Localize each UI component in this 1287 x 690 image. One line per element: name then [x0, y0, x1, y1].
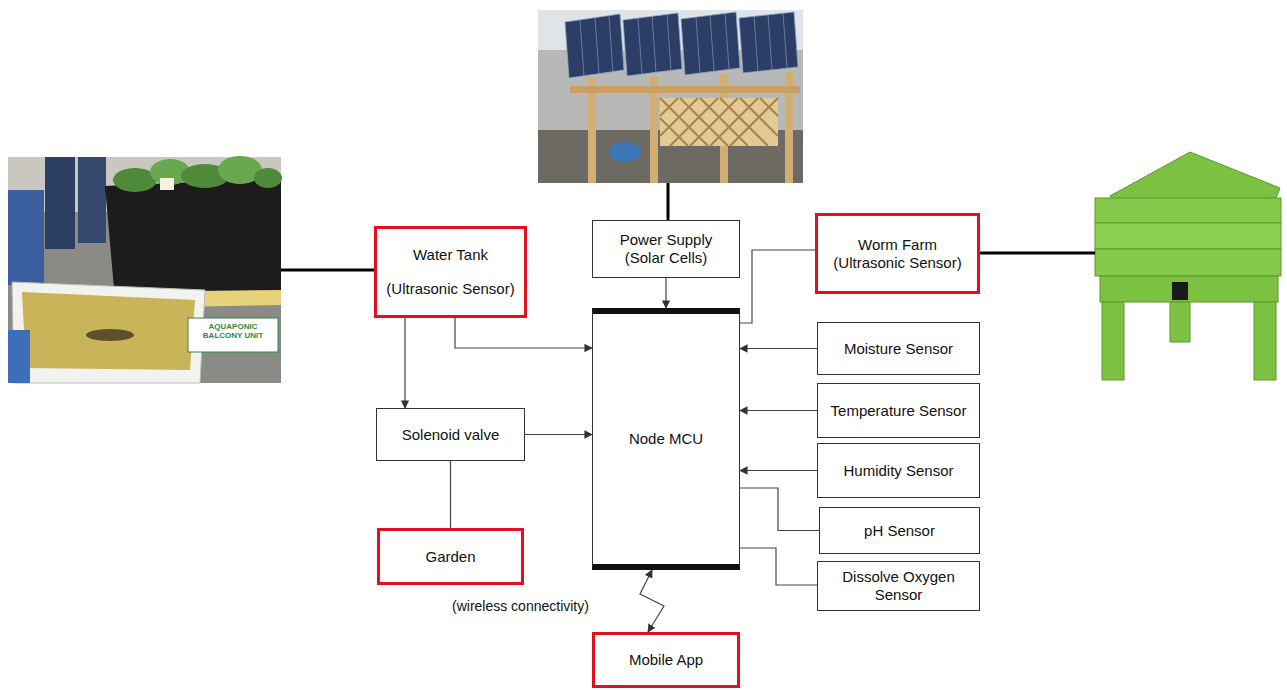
sensor-box: Dissolve Oxygen Sensor	[817, 561, 980, 611]
aquaponic-photo	[8, 157, 281, 383]
connection-note: (wireless connectivity)	[452, 598, 589, 614]
worm-farm-photo	[1110, 152, 1280, 204]
aquaponic-photo	[254, 168, 282, 188]
aquaponic-photo	[105, 178, 281, 300]
photo-link	[980, 252, 1095, 255]
solar-panel-photo	[565, 14, 624, 78]
connector	[455, 318, 592, 348]
solar-panel-photo	[570, 86, 800, 93]
worm-farm-photo	[1095, 152, 1281, 380]
box-label: Temperature Sensor	[831, 402, 967, 420]
photo-sign: AQUAPONIC BALCONY UNIT	[190, 322, 276, 340]
box-label: Mobile App	[629, 651, 703, 669]
box-label: pH Sensor	[864, 522, 935, 540]
worm-farm-photo	[1254, 302, 1276, 380]
aquaponic-photo	[8, 190, 44, 285]
sensor-box: Water Tank (Ultrasonic Sensor)	[374, 226, 527, 318]
aquaponic-photo	[160, 178, 174, 190]
power-box: Power Supply (Solar Cells)	[592, 220, 740, 278]
aquaponic-photo	[8, 156, 282, 383]
sensor-box: Moisture Sensor	[817, 322, 980, 375]
worm-farm-photo	[1170, 302, 1190, 342]
aquaponic-photo	[22, 292, 195, 370]
solar-panel-photo	[588, 78, 596, 183]
box-label: Dissolve Oxygen Sensor	[829, 568, 969, 604]
connector	[740, 488, 819, 531]
worm-farm-photo	[1100, 276, 1278, 302]
aquaponic-photo	[8, 330, 30, 383]
connector	[740, 348, 817, 349]
sensor-box: Worm Farm (Ultrasonic Sensor)	[815, 213, 980, 294]
box-label: Water Tank	[413, 246, 488, 264]
connector	[665, 278, 666, 308]
aquaponic-photo	[78, 157, 106, 243]
solar-panel-photo	[538, 10, 803, 183]
box-label: Humidity Sensor	[843, 462, 953, 480]
connector	[450, 461, 451, 528]
aquaponic-photo	[45, 157, 75, 249]
connector	[404, 318, 405, 408]
solar-panel-photo	[580, 13, 787, 76]
valve-box: Solenoid valve	[376, 408, 525, 461]
connector	[740, 250, 815, 323]
solar-panel-photo	[609, 142, 641, 162]
aquaponic-photo	[86, 329, 134, 341]
garden-box: Garden	[377, 528, 524, 585]
connector	[740, 470, 817, 471]
box-label: Garden	[425, 548, 475, 566]
worm-farm-photo	[1102, 302, 1124, 380]
aquaponic-photo	[188, 318, 278, 352]
photo-link	[667, 183, 670, 220]
worm-farm-photo	[1172, 282, 1188, 300]
sensor-box: pH Sensor	[819, 507, 980, 554]
box-label: Power Supply (Solar Cells)	[604, 231, 729, 267]
worm-farm-photo	[1095, 223, 1281, 249]
box-label: Worm Farm (Ultrasonic Sensor)	[825, 236, 970, 272]
connector	[740, 410, 817, 411]
worm-farm-photo	[1095, 249, 1281, 276]
app-box: Mobile App	[592, 632, 740, 688]
box-label: Node MCU	[629, 430, 703, 448]
controller-box: Node MCU	[592, 308, 740, 570]
solar-panel-photo	[660, 98, 778, 146]
photo-link	[281, 269, 374, 272]
sensor-box: Humidity Sensor	[817, 443, 980, 498]
box-label: Solenoid valve	[402, 426, 500, 444]
worm-farm-photo	[1095, 198, 1281, 223]
aquaponic-photo	[12, 282, 205, 383]
solar-panel-photo	[538, 10, 803, 183]
box-label: (Ultrasonic Sensor)	[386, 280, 514, 298]
connector	[640, 570, 664, 632]
connector	[740, 548, 817, 585]
box-label: Moisture Sensor	[844, 340, 953, 358]
connector	[525, 434, 592, 435]
solar-panel-photo	[660, 98, 778, 146]
sensor-box: Temperature Sensor	[817, 383, 980, 438]
